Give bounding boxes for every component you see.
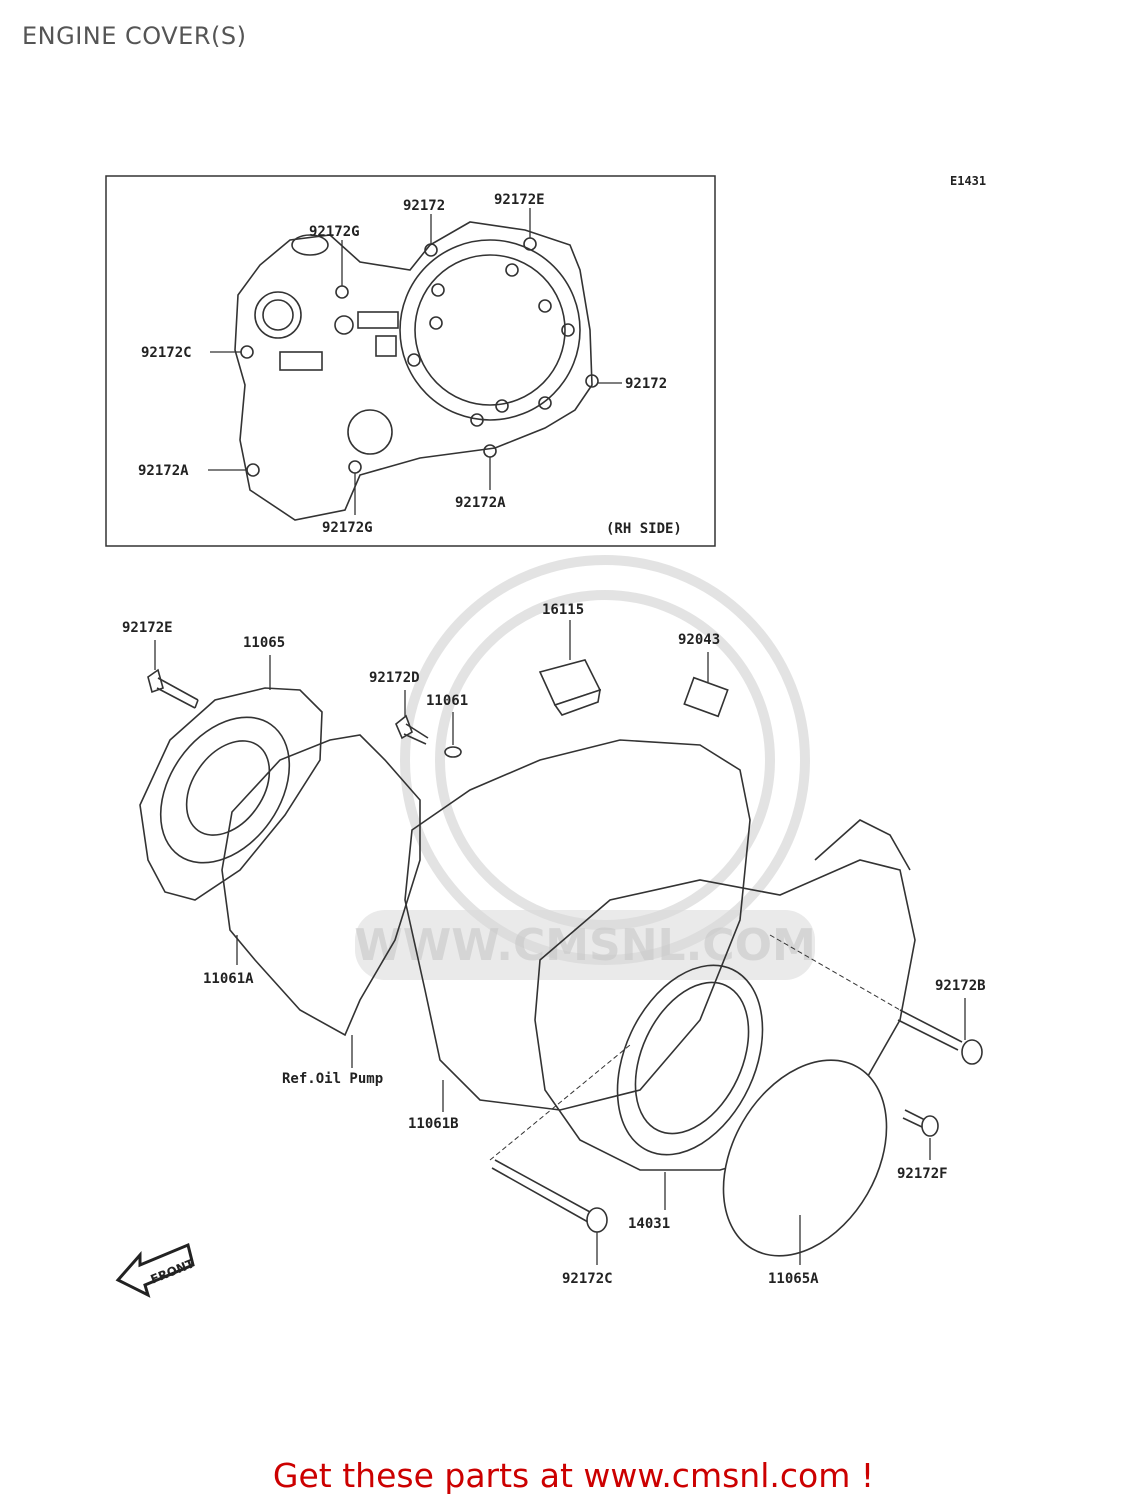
inset-label-92172-top: 92172 [403, 198, 445, 214]
cap-16115 [538, 659, 602, 716]
label-ref-oil-pump: Ref.Oil Pump [282, 1071, 383, 1087]
bolt-92172E [147, 668, 199, 709]
inset-label-92172G-bottom: 92172G [322, 520, 373, 536]
rh-side-inset: 92172 92172E 92172G 92172C 92172 92172A … [105, 175, 716, 547]
cover-14031 [534, 859, 916, 1171]
inset-label-92172G-top: 92172G [309, 224, 360, 240]
gasket-11061B [404, 739, 751, 1111]
label-92043: 92043 [678, 632, 720, 648]
gasket-11061A [221, 734, 421, 1037]
inset-label-92172C: 92172C [141, 345, 192, 361]
label-14031: 14031 [628, 1216, 670, 1232]
cmsnl-watermark: WWW.CMSNL.COM [354, 555, 816, 980]
label-11065: 11065 [243, 635, 285, 651]
page-title: ENGINE COVER(S) [22, 22, 247, 50]
front-arrow-icon: FRONT [115, 1242, 197, 1298]
label-92172B: 92172B [935, 978, 986, 994]
label-11065A: 11065A [768, 1271, 819, 1287]
label-11061A: 11061A [203, 971, 254, 987]
label-92172E: 92172E [122, 620, 173, 636]
footer-link-text[interactable]: Get these parts at www.cmsnl.com ! [272, 1456, 875, 1495]
watermark-text: WWW.CMSNL.COM [354, 920, 816, 971]
label-92172F: 92172F [897, 1166, 948, 1182]
inset-label-92172E: 92172E [494, 192, 545, 208]
label-11061B: 11061B [408, 1116, 459, 1132]
inset-label-92172A-bottom: 92172A [455, 495, 506, 511]
bolt-92172B [897, 1009, 983, 1065]
washer-11061 [444, 746, 462, 758]
inset-label-92172A-left: 92172A [138, 463, 189, 479]
gasket-11065 [139, 687, 323, 901]
inset-side-label: (RH SIDE) [606, 521, 682, 537]
bolt-92172F [902, 1109, 939, 1137]
cover-11065A [722, 1059, 888, 1257]
exploded-view: 92172E 11065 92172D 11061 16115 92043 11… [115, 602, 986, 1298]
bolt-92172C [491, 1159, 608, 1233]
label-11061: 11061 [426, 693, 468, 709]
label-92172D: 92172D [369, 670, 420, 686]
label-16115: 16115 [542, 602, 584, 618]
inset-label-92172-right: 92172 [625, 376, 667, 392]
figure-code: E1431 [950, 174, 986, 188]
label-92172C: 92172C [562, 1271, 613, 1287]
bolt-92172D [395, 714, 429, 745]
collar-92043 [683, 676, 729, 718]
